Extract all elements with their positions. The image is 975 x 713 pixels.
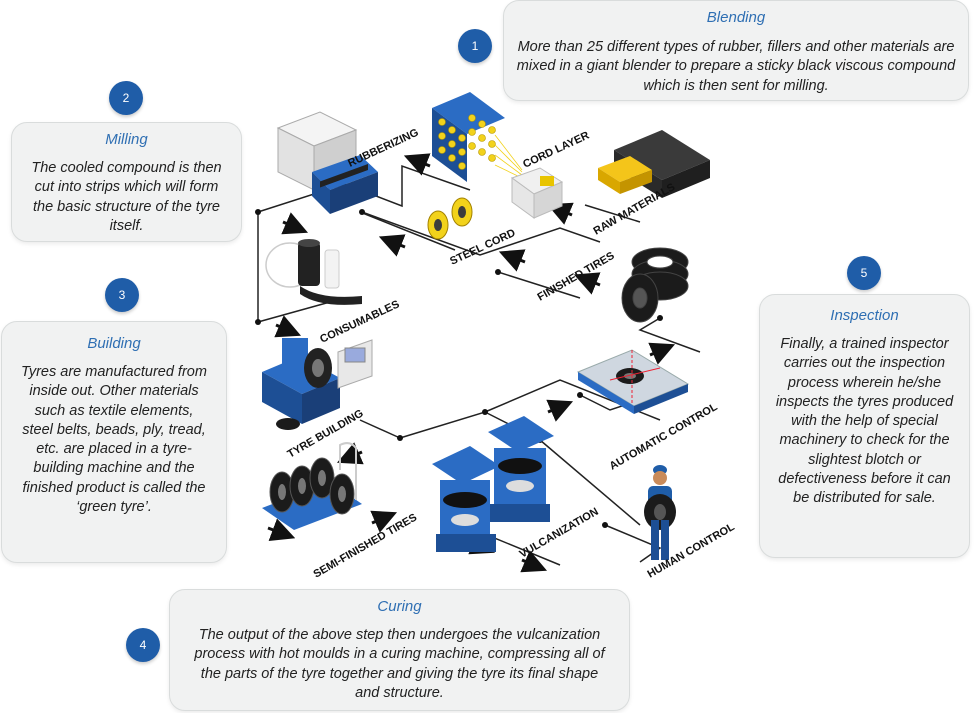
- finished-tires-label: FINISHED TIRES: [536, 250, 617, 304]
- vulcanization-presses: [432, 416, 554, 552]
- step-1-badge: 1: [458, 29, 492, 63]
- step-2-badge: 2: [109, 81, 143, 115]
- semi-finished-tires-rack: [262, 442, 362, 530]
- step-4-text: The output of the above step then underg…: [194, 627, 605, 701]
- step-1-card: Blending More than 25 different types of…: [503, 0, 969, 101]
- step-4-card: Curing The output of the above step then…: [169, 589, 630, 711]
- step-3-card: Building Tyres are manufactured from ins…: [1, 321, 227, 563]
- step-4-title: Curing: [377, 598, 422, 615]
- step-3-title: Building: [87, 335, 141, 352]
- raw-materials-label: RAW MATERIALS: [592, 181, 678, 237]
- cord-layer-machine: [432, 92, 564, 219]
- step-5-badge: 5: [847, 256, 881, 290]
- consumables-label: CONSUMABLES: [318, 298, 401, 345]
- cord-layer-label: CORD LAYER: [521, 130, 591, 171]
- consumables-rolls: [265, 239, 362, 305]
- semi-finished-tires-label: SEMI-FINISHED TIRES: [312, 512, 420, 581]
- step-3-text: Tyres are manufactured from inside out. …: [21, 364, 207, 516]
- step-3-badge: 3: [105, 278, 139, 312]
- step-1-title: Blending: [706, 9, 766, 26]
- step-2-title: Milling: [105, 131, 148, 148]
- raw-materials-pile: [598, 130, 710, 198]
- step-2-card: Milling The cooled compound is then cut …: [11, 122, 242, 242]
- tyre-building-machine: [262, 338, 373, 430]
- rubberizing-label: RUBBERIZING: [346, 127, 420, 170]
- automatic-control-conveyor: [576, 349, 690, 414]
- automatic-control-label: AUTOMATIC CONTROL: [608, 401, 720, 473]
- steel-cord-spools: [427, 197, 473, 240]
- step-5-card: Inspection Finally, a trained inspector …: [759, 294, 970, 558]
- step-1-text: More than 25 different types of rubber, …: [516, 39, 956, 94]
- step-2-text: The cooled compound is then cut into str…: [31, 160, 222, 234]
- step-5-text: Finally, a trained inspector carries out…: [775, 336, 954, 507]
- step-5-title: Inspection: [830, 307, 899, 324]
- step-4-badge: 4: [126, 628, 160, 662]
- rubberizing-machine: [276, 111, 378, 214]
- human-inspector-figure: [644, 465, 676, 560]
- flow-arrows: [267, 153, 676, 573]
- finished-tires-stack: [621, 247, 689, 323]
